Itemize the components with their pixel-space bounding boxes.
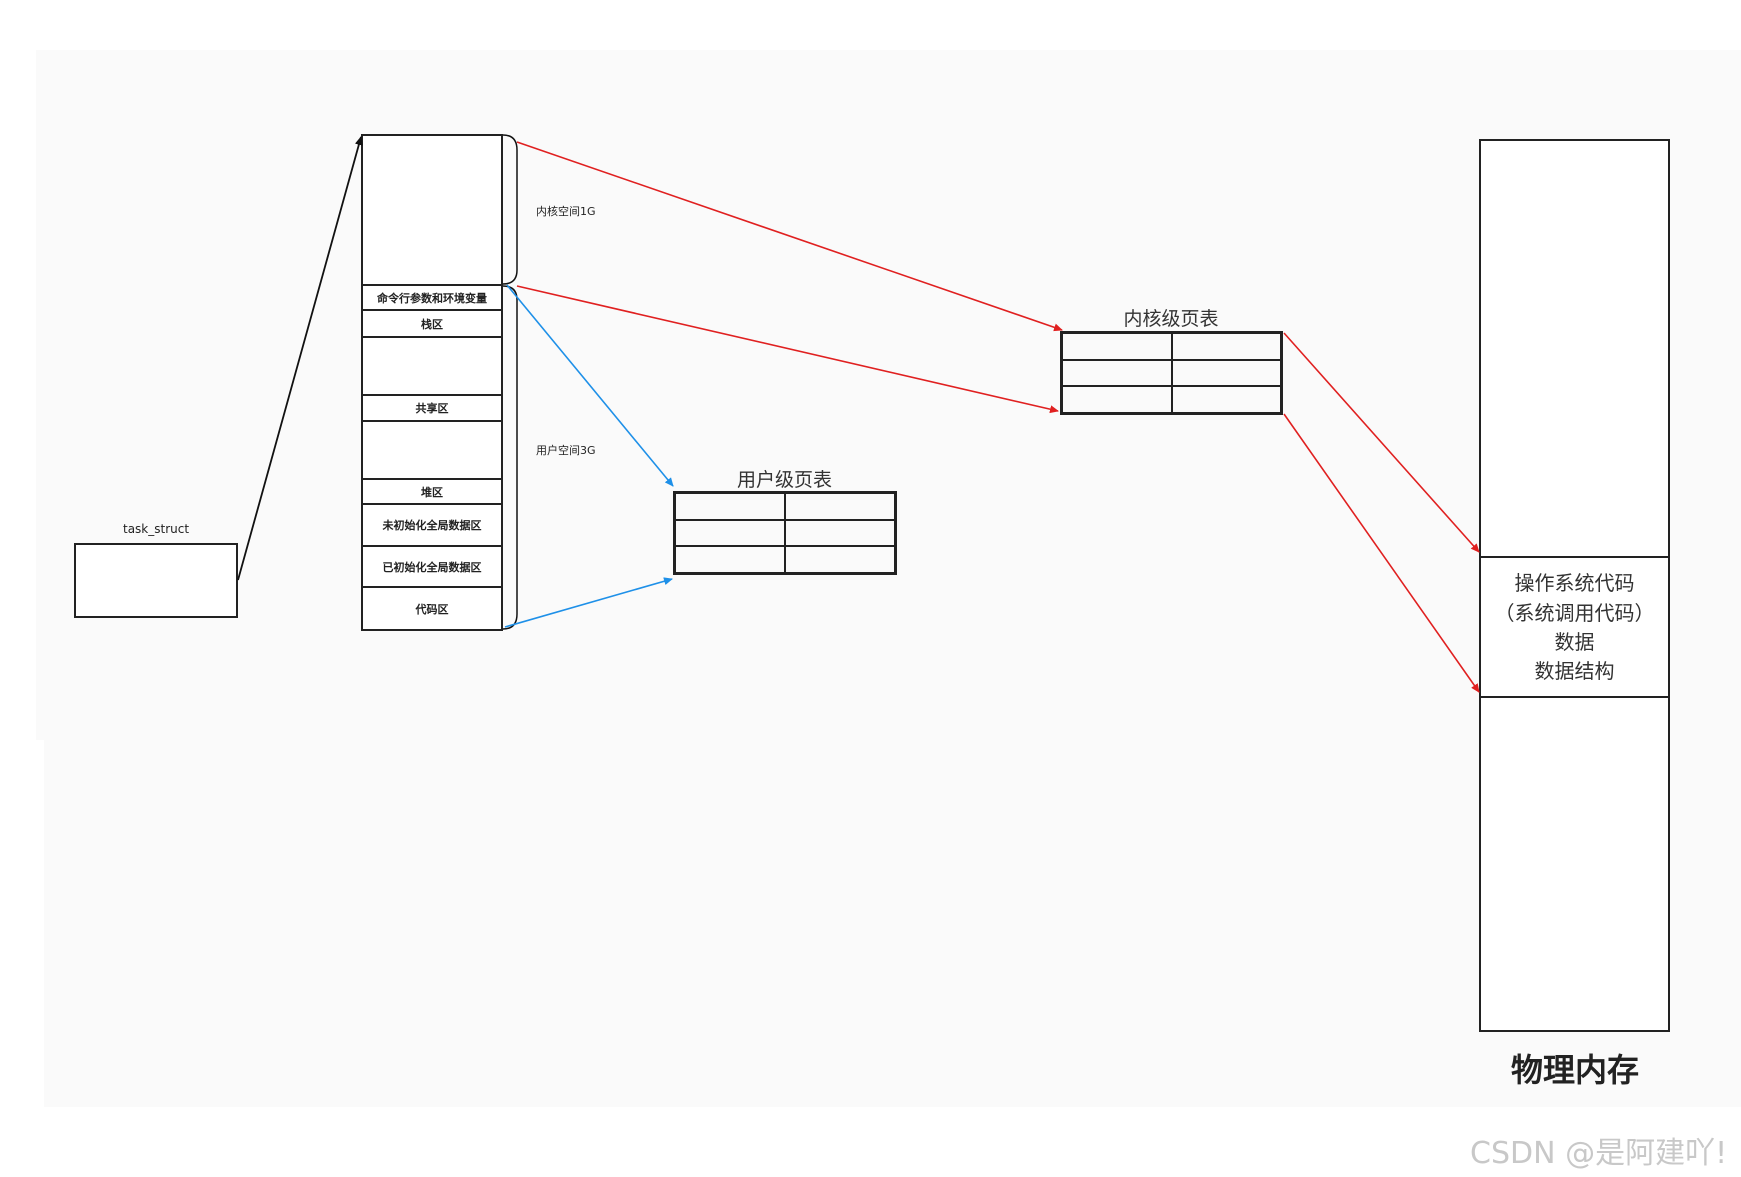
table-cell (1062, 333, 1172, 360)
segment-stack: 栈区 (363, 309, 501, 336)
segment-heap: 堆区 (363, 478, 501, 503)
segment-bss: 未初始化全局数据区 (363, 503, 501, 545)
segment-shared: 共享区 (363, 394, 501, 420)
user-page-table-title: 用户级页表 (736, 469, 832, 491)
table-cell (785, 493, 895, 520)
virtual-address-space: 命令行参数和环境变量 栈区 共享区 堆区 未初始化全局数据区 已初始化全局数据区… (361, 134, 503, 631)
table-cell (675, 546, 785, 573)
segment-cmdline: 命令行参数和环境变量 (363, 284, 501, 309)
kernel-map-arrow (516, 141, 1063, 332)
table-cell (1062, 386, 1172, 413)
os-line: 数据 (1554, 630, 1595, 654)
table-cell (675, 493, 785, 520)
segment-gap (363, 420, 501, 478)
task-struct-box (74, 543, 238, 618)
kernel-page-table (1060, 331, 1283, 415)
task-struct-pointer-arrow (237, 136, 363, 581)
segment-gap (363, 336, 501, 394)
canvas-background-lower (44, 740, 1741, 1107)
os-line: 数据结构 (1534, 659, 1615, 683)
table-cell (1171, 333, 1281, 360)
kernel-brace (502, 134, 518, 285)
table-cell (785, 519, 895, 547)
kernel-space-label: 内核空间1G (536, 205, 596, 218)
kernel-table-to-os-arrow (1283, 413, 1480, 693)
kernel-table-to-os-arrow (1283, 332, 1480, 553)
physical-memory: 操作系统代码 （系统调用代码） 数据 数据结构 (1479, 139, 1670, 1032)
os-line: 操作系统代码 (1514, 571, 1635, 595)
table-cell (1062, 359, 1172, 387)
segment-code: 代码区 (363, 586, 501, 629)
table-cell (785, 546, 895, 573)
os-line: （系统调用代码） (1494, 601, 1655, 625)
table-cell (1171, 359, 1281, 387)
user-brace (502, 285, 518, 630)
table-cell (1171, 386, 1281, 413)
watermark: CSDN @是阿建吖! (1470, 1136, 1728, 1171)
user-map-arrow (506, 284, 674, 487)
task-struct-label: task_struct (123, 522, 190, 536)
physical-memory-title: 物理内存 (1511, 1051, 1640, 1089)
user-page-table (673, 491, 897, 575)
os-region: 操作系统代码 （系统调用代码） 数据 数据结构 (1481, 556, 1668, 698)
canvas-background (36, 50, 1741, 740)
user-space-label: 用户空间3G (536, 444, 596, 457)
table-cell (675, 519, 785, 547)
kernel-map-arrow (516, 285, 1059, 414)
segment-data: 已初始化全局数据区 (363, 545, 501, 586)
user-map-arrow (504, 577, 673, 628)
kernel-page-table-title: 内核级页表 (1123, 308, 1219, 330)
